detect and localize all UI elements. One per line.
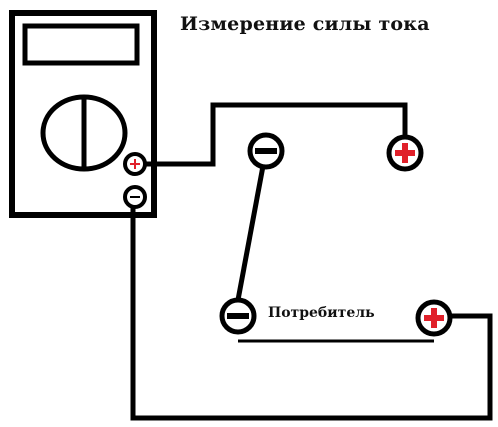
source-minus-terminal <box>247 132 285 170</box>
multimeter-body <box>9 10 157 218</box>
load-minus-terminal <box>219 297 257 335</box>
wire-load-to-meter <box>130 208 493 421</box>
wire-meter-to-source <box>145 102 408 167</box>
multimeter-dial <box>40 94 128 172</box>
load-label: Потребитель <box>268 305 375 321</box>
wire-source-to-load <box>235 165 266 301</box>
source-plus-terminal <box>386 134 424 172</box>
multimeter-plus-terminal <box>123 152 147 176</box>
page-title: Измерение силы тока <box>180 13 430 35</box>
multimeter-minus-terminal <box>123 185 147 209</box>
load-plus-terminal <box>415 299 453 337</box>
multimeter-display <box>22 23 140 66</box>
